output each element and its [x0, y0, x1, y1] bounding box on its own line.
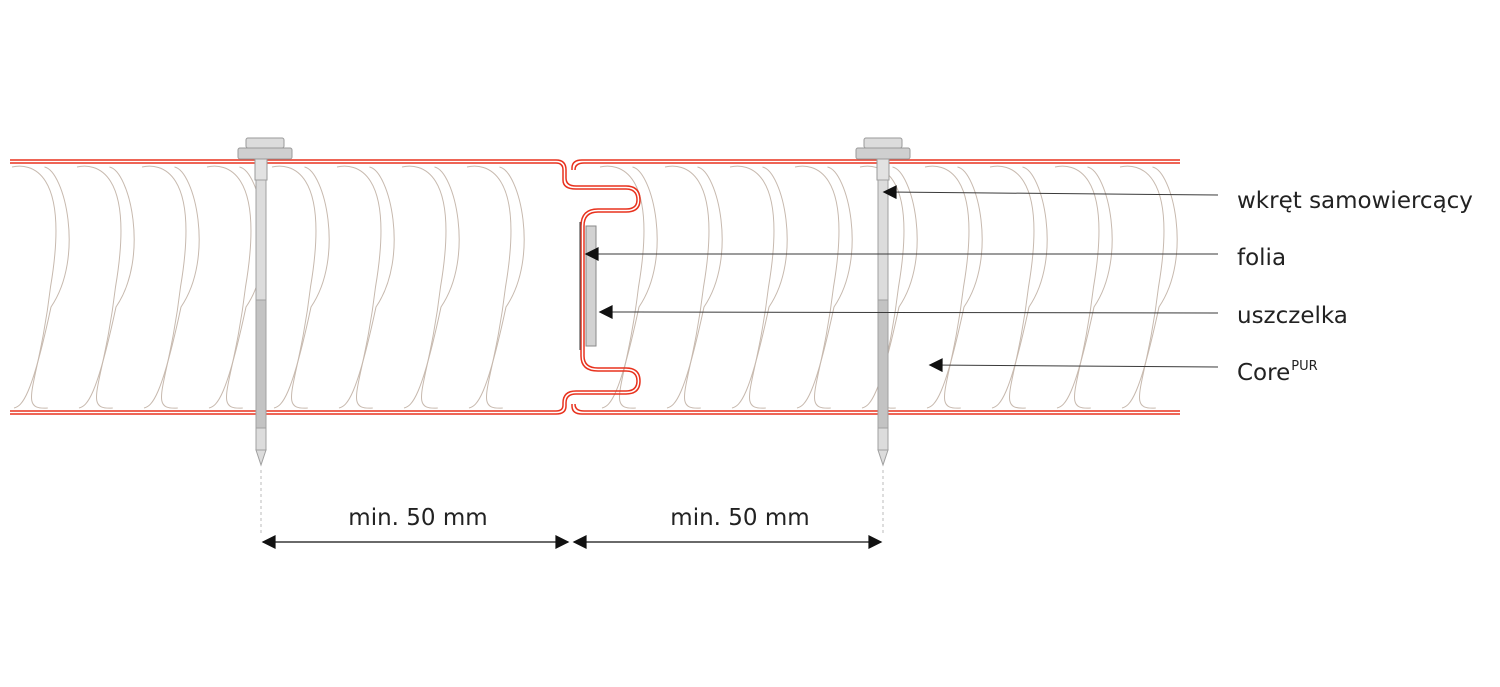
core-wave: [468, 166, 525, 409]
left-screw: [237, 137, 293, 467]
core-wave: [271, 165, 317, 409]
core-wave: [926, 166, 983, 409]
callout-leaders: [584, 185, 1219, 373]
label-core-superscript: PUR: [1291, 359, 1318, 374]
core-wave: [141, 165, 187, 409]
seal: [585, 225, 597, 347]
core-wave: [1056, 166, 1113, 409]
core-wave: [336, 165, 382, 409]
core-wave: [731, 166, 788, 409]
core-wave: [273, 166, 330, 409]
core-wave: [794, 165, 840, 409]
core-wave: [924, 165, 970, 409]
leader-seal: [598, 305, 1219, 320]
dimension-label-right: min. 50 mm: [670, 505, 810, 531]
core-wave: [989, 165, 1035, 409]
label-core-text: Core: [1237, 360, 1291, 386]
leader-screw: [882, 185, 1219, 200]
core-wave: [1054, 165, 1100, 409]
label-screw: wkręt samowiercący: [1237, 188, 1473, 214]
label-foil: folia: [1237, 245, 1287, 271]
core-wave: [13, 166, 70, 409]
core-wave: [76, 165, 122, 409]
core-wave: [208, 166, 265, 409]
core-wave: [206, 165, 252, 409]
core-wave: [599, 165, 645, 409]
core-wave: [338, 166, 395, 409]
label-core: CorePUR: [1237, 359, 1318, 386]
core-foam-left: [11, 165, 525, 409]
core-wave: [729, 165, 775, 409]
core-wave: [861, 166, 918, 409]
core-wave: [466, 165, 512, 409]
core-wave: [78, 166, 135, 409]
core-wave: [401, 165, 447, 409]
core-foam-right: [599, 165, 1178, 409]
label-seal: uszczelka: [1237, 303, 1348, 329]
core-wave: [1121, 166, 1178, 409]
core-wave: [664, 165, 710, 409]
extension-lines: [260, 470, 884, 535]
dimension-label-left: min. 50 mm: [348, 505, 488, 531]
core-wave: [796, 166, 853, 409]
left-panel-facing: [10, 159, 641, 415]
core-wave: [1119, 165, 1165, 409]
right-screw: [855, 137, 911, 467]
right-panel-facing: [571, 159, 1180, 415]
core-wave: [11, 165, 57, 409]
core-wave: [143, 166, 200, 409]
core-wave: [991, 166, 1048, 409]
core-wave: [666, 166, 723, 409]
core-wave: [601, 166, 658, 409]
leader-core: [928, 358, 1219, 373]
core-wave: [403, 166, 460, 409]
